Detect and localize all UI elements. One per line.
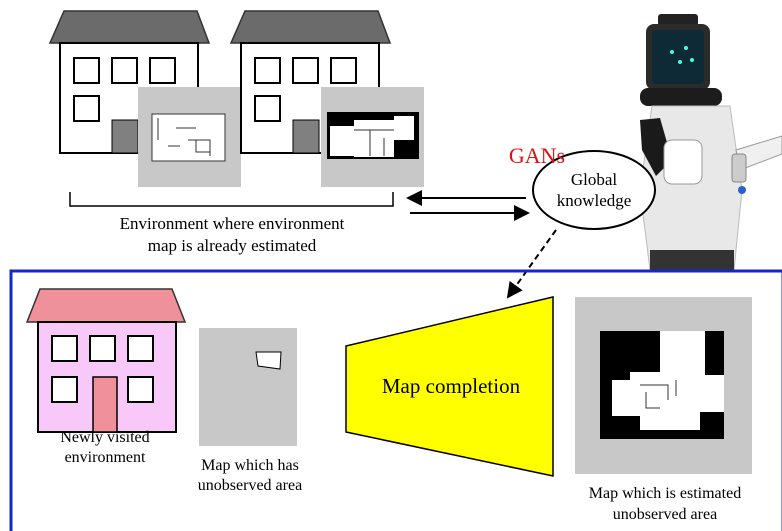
known-env-label-line2: map is already estimated xyxy=(147,236,317,255)
robot-illustration xyxy=(639,14,782,272)
map-completion-trapezoid xyxy=(345,296,554,477)
new-env-label-line1: Newly visited xyxy=(60,429,150,446)
dashed-arrow-to-completion xyxy=(506,229,557,299)
global-knowledge-label-line1: Global xyxy=(570,170,618,189)
gans-label: GANs xyxy=(508,143,566,168)
global-knowledge-label-line2: knowledge xyxy=(556,191,632,210)
known-map-2 xyxy=(321,87,424,187)
unobserved-label-line2: unobserved area xyxy=(197,477,303,494)
unobserved-map xyxy=(199,328,297,446)
estimated-label-line1: Map which is estimated xyxy=(588,485,742,502)
new-env-label-line2: environment xyxy=(64,449,146,466)
global-knowledge-ellipse xyxy=(532,150,656,230)
map-completion-label: Map completion xyxy=(381,374,521,398)
known-env-label-line1: Environment where environment xyxy=(119,214,345,233)
unobserved-label-line1: Map which has xyxy=(201,457,299,474)
new-house xyxy=(25,288,187,433)
completion-panel-border xyxy=(9,269,782,531)
estimated-label-line2: unobserved area xyxy=(612,506,718,523)
estimated-map xyxy=(575,297,752,474)
known-map-1 xyxy=(138,87,241,187)
known-env-brace xyxy=(69,192,394,207)
